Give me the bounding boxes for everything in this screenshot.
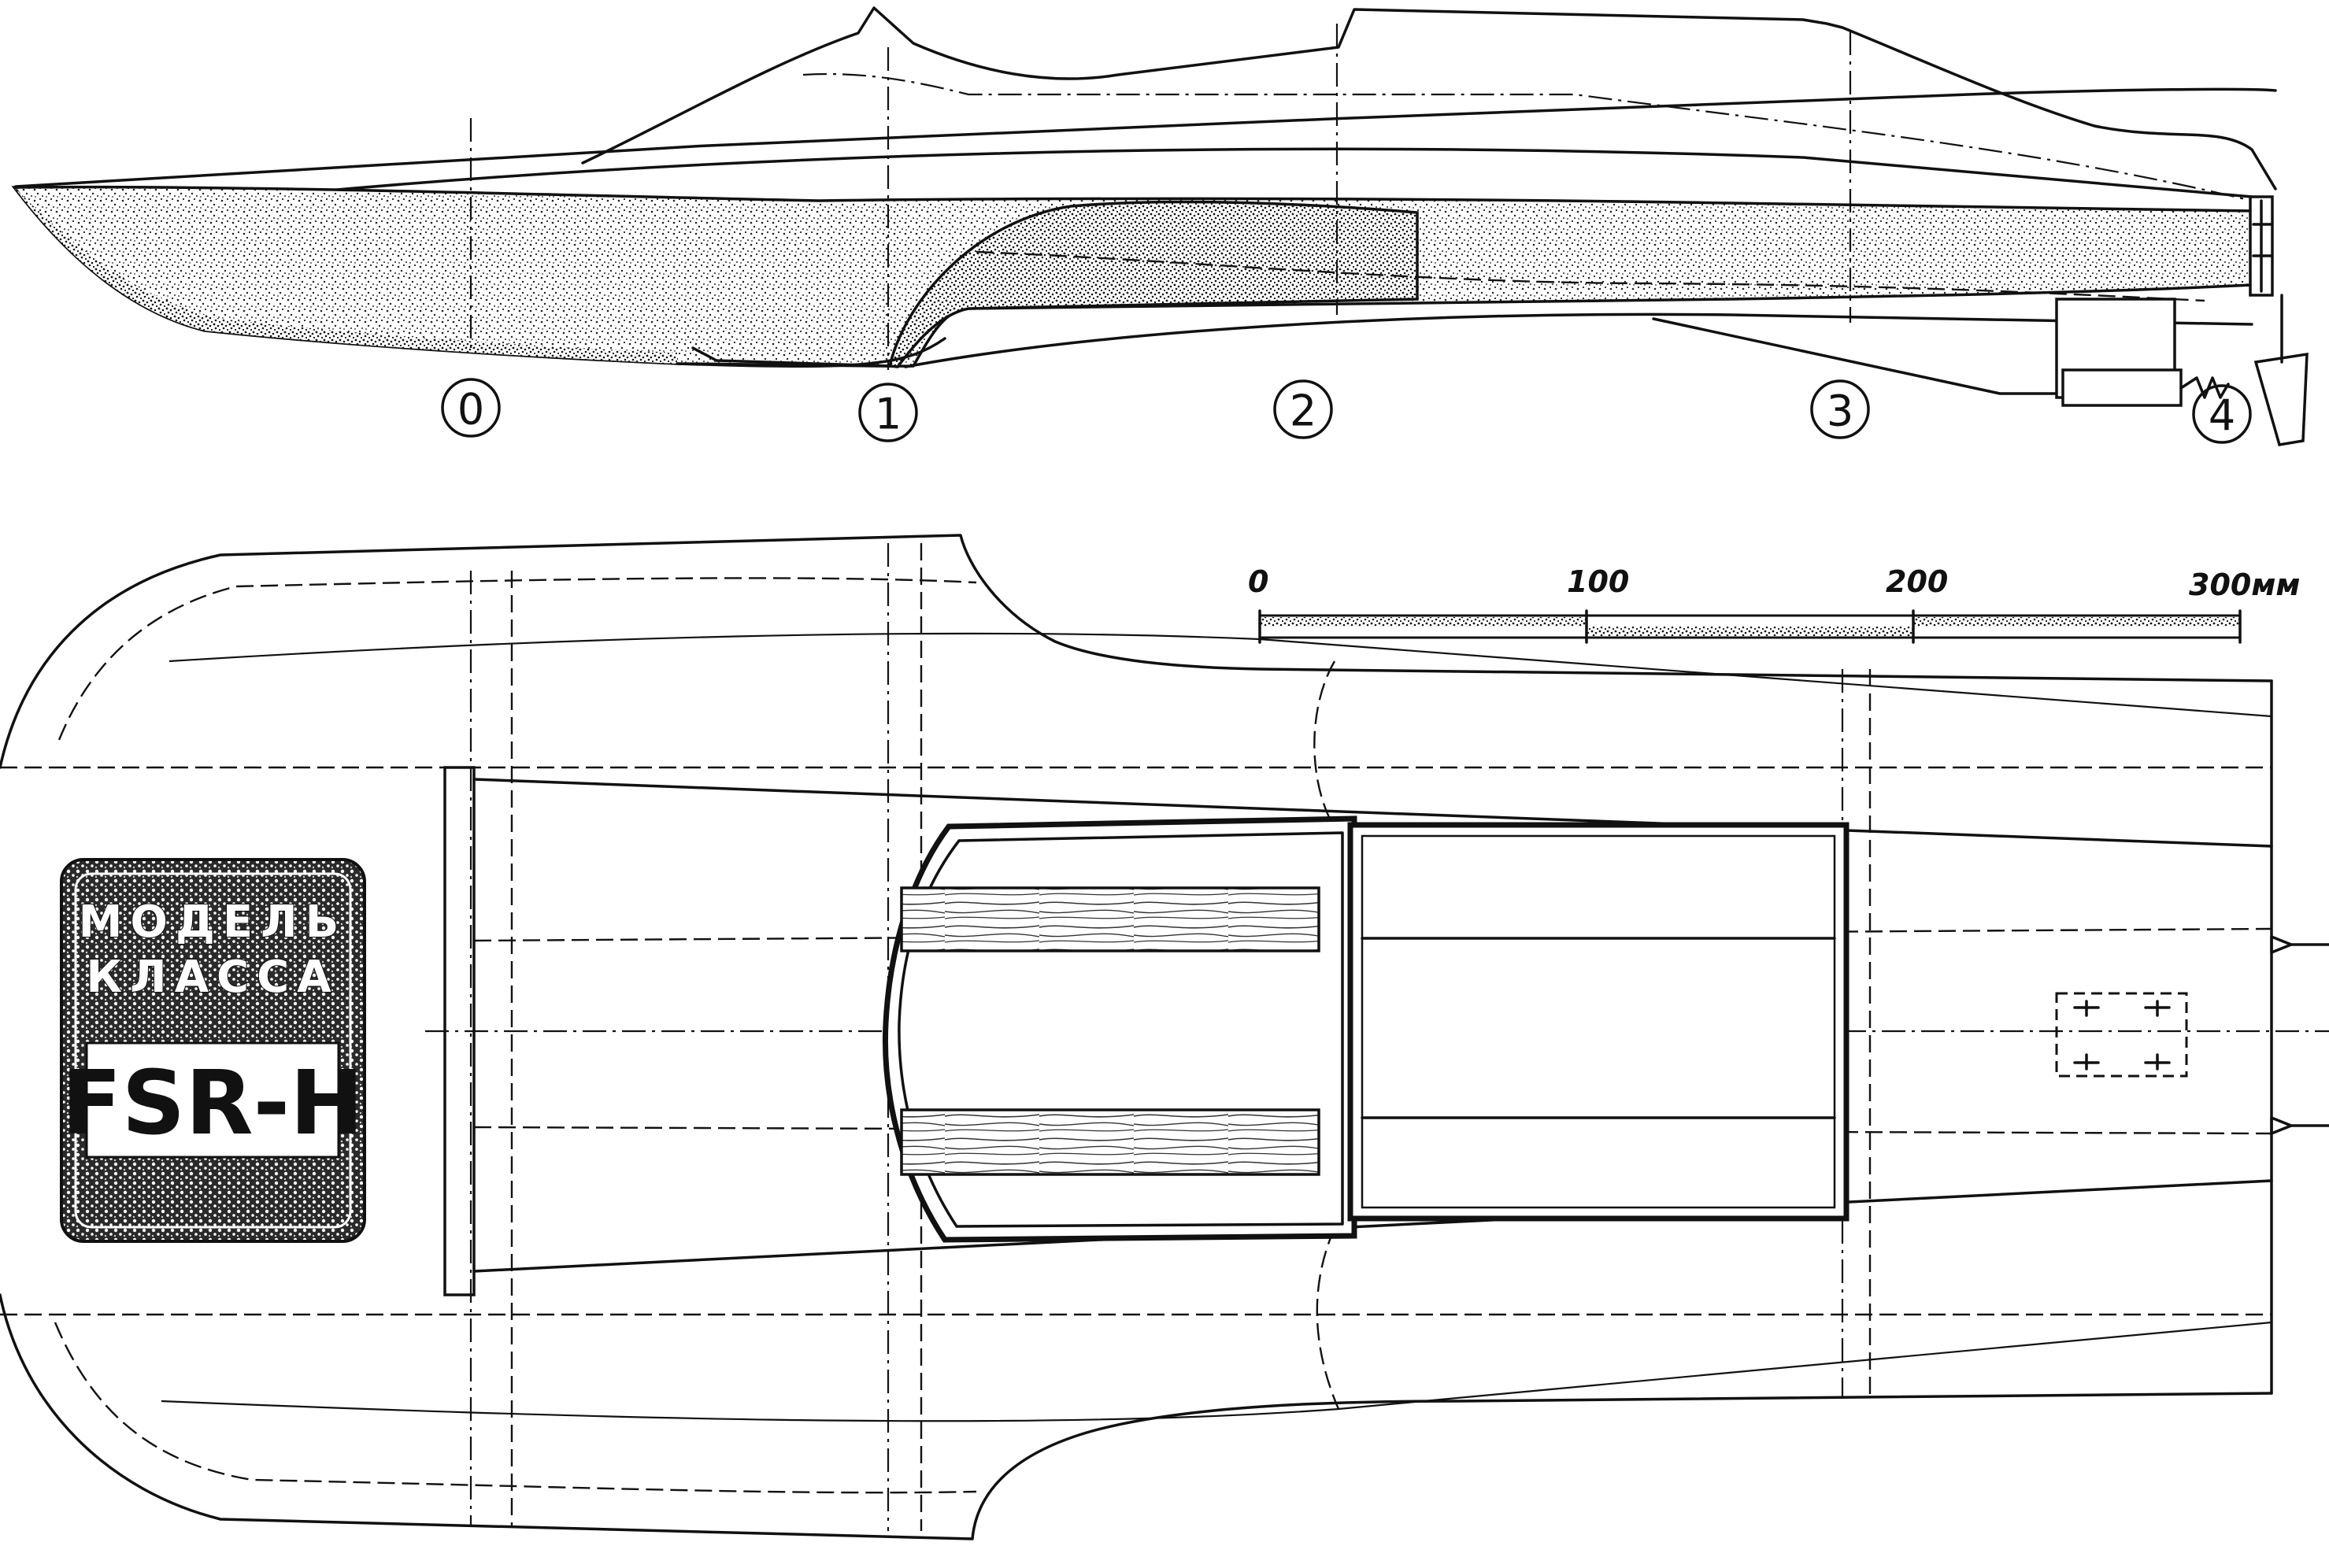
hatch-rails [1361, 937, 1836, 1119]
station-label-0: 0 [441, 378, 501, 438]
longitudinal-dash-2 [473, 927, 2272, 942]
transom-fitting-top [2270, 935, 2329, 954]
badge-line-1: МОДЕЛЬ [79, 897, 347, 948]
deck-line [14, 87, 2277, 188]
station-number: 3 [1827, 386, 1853, 436]
station-label-4: 4 [2192, 384, 2252, 444]
side-view [11, 6, 2309, 446]
station-labels: 0 1 2 3 4 [441, 378, 2252, 444]
rudder [2253, 352, 2309, 446]
sheer-line [258, 147, 2253, 198]
wood-rail-bottom[interactable] [900, 1108, 1320, 1176]
cockpit-opening [882, 815, 1357, 1243]
deck-edge-top [472, 778, 2273, 848]
station-number: 4 [2209, 391, 2235, 441]
prop-shaft [1652, 317, 2057, 395]
upper-sponson-inner [168, 632, 2272, 718]
upper-sponson [0, 534, 2273, 769]
station-label-2: 2 [1273, 379, 1333, 439]
scale-bar: 0 100 200 300мм [1248, 564, 2300, 644]
deck-edge-bottom [472, 1179, 2273, 1273]
scale-tick-200: 200 [1886, 564, 1948, 599]
motor-can [2061, 368, 2183, 407]
lower-sponson-dash [54, 1322, 977, 1494]
station-label-3: 3 [1810, 379, 1870, 439]
transom-bolts [2252, 199, 2272, 293]
plan-view [0, 534, 2329, 1540]
model-class-badge: МОДЕЛЬ КЛАССА FSR-H [60, 858, 366, 1243]
keel-band [14, 187, 677, 364]
station-number: 0 [457, 385, 484, 435]
canopy-dashdot [802, 72, 2268, 206]
station-number: 1 [875, 390, 902, 439]
canopy-outline [581, 6, 2277, 190]
scale-end-label: 300мм [2189, 568, 2300, 602]
lower-sponson [0, 1293, 2273, 1540]
badge-class-code: FSR-H [61, 1052, 364, 1155]
badge-line-2: КЛАССА [86, 952, 339, 1003]
plan-station-2 [1313, 660, 1340, 1410]
hatch-inner [1361, 834, 1836, 1209]
station-label-1: 1 [858, 383, 918, 442]
hatch-cover[interactable] [1347, 822, 1850, 1222]
servo-outline [2055, 992, 2188, 1078]
longitudinal-dash-3 [473, 1126, 2272, 1135]
station-number: 2 [1290, 386, 1316, 436]
wood-rail-top[interactable] [900, 886, 1320, 952]
inner-dash [976, 250, 2205, 302]
scale-tick-0: 0 [1248, 564, 1268, 599]
servo-marks [2073, 1000, 2171, 1071]
upper-sponson-dash [57, 577, 977, 741]
transom-fitting-bottom [2270, 1116, 2329, 1135]
sponson-curve [887, 200, 1419, 368]
lower-sponson-inner [161, 1321, 2272, 1422]
scale-tick-100: 100 [1567, 564, 1629, 599]
bottom-fin [691, 346, 891, 368]
